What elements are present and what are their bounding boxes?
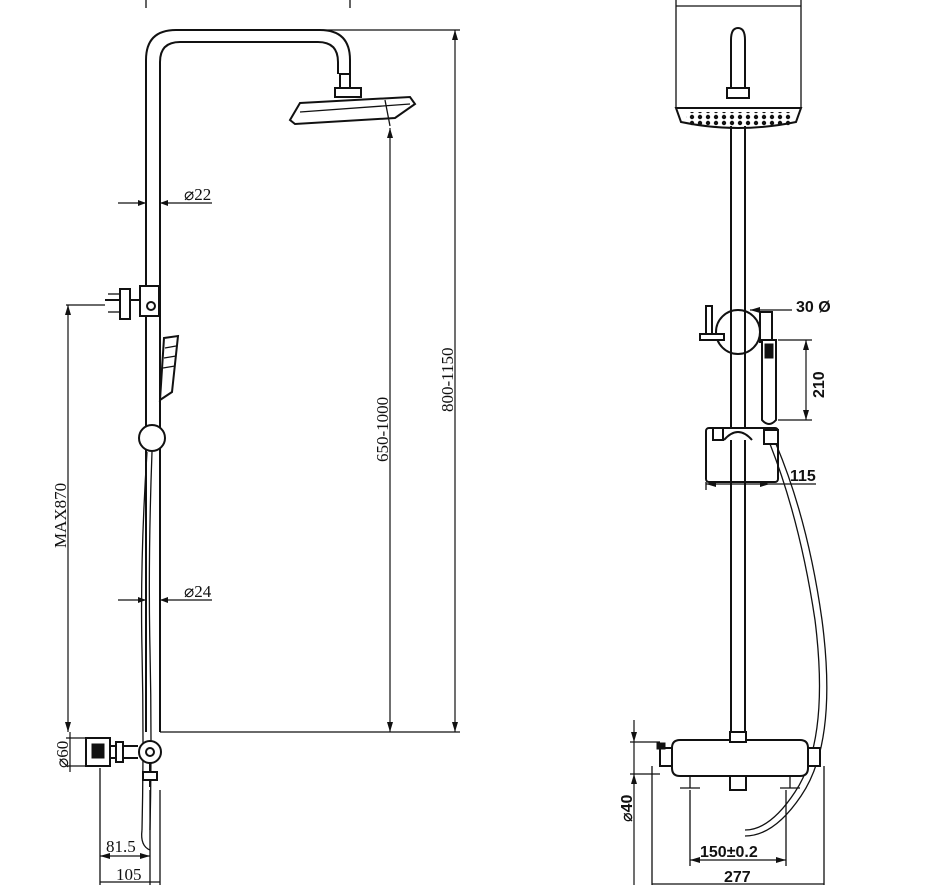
front-view: 30 Ø 210 115 xyxy=(619,0,831,885)
inlet-diameter-label: ⌀60 xyxy=(53,741,72,768)
lower-pipe-diameter-dim: ⌀24 xyxy=(118,582,212,603)
lower-pipe-diameter-label: ⌀24 xyxy=(184,582,212,601)
inlet-diameter-dim: ⌀60 xyxy=(53,732,86,772)
valve-offset-label: 81.5 xyxy=(106,837,136,856)
holder-diameter-dim: 30 Ø xyxy=(750,299,831,316)
valve-diameter-dim: ⌀40 xyxy=(619,720,660,885)
valve-offset-dim: 81.5 105 xyxy=(99,768,161,885)
mixer-valve-front xyxy=(656,731,821,791)
slider-knob xyxy=(138,424,166,452)
handshower-length-dim: 210 xyxy=(778,339,828,421)
rain-head-front xyxy=(674,107,803,129)
slider-offset-label: 115 xyxy=(790,468,816,485)
front-arm xyxy=(730,26,746,92)
head-height-label: 650-1000 xyxy=(373,397,392,462)
valve-width-label: 277 xyxy=(724,869,751,885)
side-view: ⌀22 ⌀24 xyxy=(51,0,460,885)
slider-front xyxy=(705,427,779,483)
wall-projection-label: 105 xyxy=(116,865,142,884)
riser-pipe xyxy=(145,29,351,732)
holder-front xyxy=(699,305,773,355)
valve-diameter-label: ⌀40 xyxy=(619,794,636,822)
slider-max-dim: MAX870 xyxy=(51,304,105,732)
upper-pipe-diameter-label: ⌀22 xyxy=(184,185,211,204)
hand-shower-side xyxy=(158,334,180,402)
upper-pipe-diameter-dim: ⌀22 xyxy=(118,185,212,206)
mixer-valve-side xyxy=(85,737,162,851)
inlet-spacing-dim: 150±0.2 xyxy=(689,790,787,866)
inlet-spacing-label: 150±0.2 xyxy=(700,844,758,861)
handshower-length-label: 210 xyxy=(811,371,828,398)
overall-height-label: 800-1150 xyxy=(438,347,457,412)
hand-shower-front xyxy=(761,339,777,425)
valve-width-dim: 277 xyxy=(651,766,825,885)
holder-diameter-label: 30 Ø xyxy=(796,299,831,316)
slider-offset-dim: 115 xyxy=(705,468,816,490)
overall-height-dim: 800-1150 xyxy=(322,29,460,732)
hose-front xyxy=(744,443,821,831)
wall-bracket xyxy=(105,285,160,320)
rain-shower-head xyxy=(288,73,417,127)
slider-max-label: MAX870 xyxy=(51,483,70,548)
head-height-dim: 650-1000 xyxy=(373,128,393,732)
